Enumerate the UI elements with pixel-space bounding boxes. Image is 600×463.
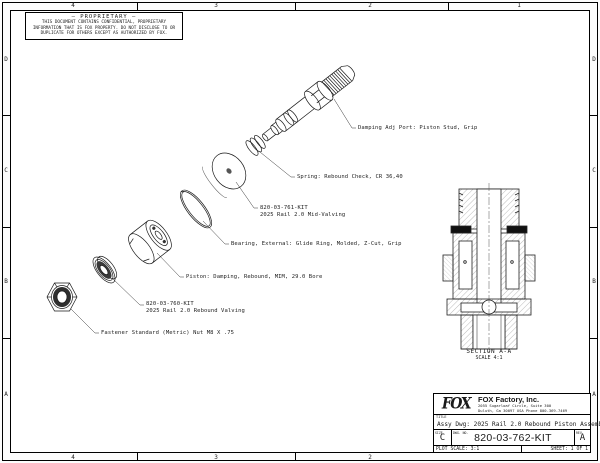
zone-tick	[590, 227, 598, 228]
callout-fastener-nut: Fastener Standard (Metric) Nut M8 X .75	[101, 330, 235, 336]
callout-kit-760: 820-03-760-KIT 2025 Rail 2.0 Rebound Val…	[146, 301, 245, 315]
dwg-no-label: DWG. NO.	[453, 430, 469, 435]
title-block-company-row: FOX FOX Factory, Inc. 2055 Sugarloaf Cir…	[434, 394, 590, 415]
zone-column-label: 4	[71, 454, 75, 461]
part-mid-valving-disc	[202, 152, 247, 198]
section-label: SECTION A-A SCALE 4:1	[466, 348, 511, 361]
zone-column-label: 3	[214, 2, 218, 9]
zone-tick	[448, 2, 449, 10]
zone-tick	[295, 453, 296, 461]
zone-row-label: A	[4, 391, 8, 398]
callout-piston: Piston: Damping, Rebound, MIM, 29.0 Bore	[186, 274, 323, 280]
zone-tick	[2, 338, 10, 339]
zone-row-label: C	[4, 167, 8, 174]
exploded-view	[46, 65, 356, 312]
zone-column-label: 2	[368, 454, 372, 461]
part-piston	[128, 219, 172, 265]
callout-spring-rebound-check: Spring: Rebound Check, CR 36,40	[297, 174, 403, 180]
company-name: FOX Factory, Inc.	[478, 395, 540, 404]
zone-row-label: D	[4, 56, 8, 63]
callout-damping-adj-port: Damping Adj Port: Piston Stud, Grip	[358, 125, 478, 131]
size-value: C	[439, 433, 446, 444]
leader-lines	[70, 98, 356, 334]
fox-logo: FOX	[441, 395, 472, 413]
title-field-label: TITLE	[436, 415, 447, 420]
part-check-spring	[245, 134, 266, 156]
part-rebound-valving-stack	[92, 255, 118, 284]
title-block-scale-row: PLOT SCALE: 3:1 SHEET: 1 OF 1	[434, 445, 590, 452]
zone-column-label: 2	[368, 2, 372, 9]
zone-row-label: B	[592, 278, 596, 285]
title-block: FOX FOX Factory, Inc. 2055 Sugarloaf Cir…	[433, 393, 600, 453]
zone-column-label: 3	[214, 454, 218, 461]
proprietary-title: — PROPRIETARY —	[71, 14, 137, 20]
zone-row-label: C	[592, 167, 596, 174]
rev-cell: REV A	[574, 430, 590, 445]
zone-row-label: B	[4, 278, 8, 285]
dwg-no-cell: DWG. NO. 820-03-762-KIT	[452, 430, 574, 444]
rev-label: REV	[576, 430, 582, 435]
company-address-1: 2055 Sugarloaf Circle, Suite 300	[478, 402, 552, 408]
zone-tick	[2, 115, 10, 116]
callout-kit-761: 820-03-761-KIT 2025 Rail 2.0 Mid-Valving	[260, 205, 346, 219]
section-scale: SCALE 4:1	[475, 355, 503, 361]
rev-value: A	[579, 433, 586, 444]
zone-tick	[295, 2, 296, 10]
part-glide-ring	[179, 189, 213, 229]
drawing-title: Assy Dwg: 2025 Rail 2.0 Rebound Piston A…	[437, 420, 600, 428]
zone-row-label: A	[592, 391, 596, 398]
dwg-no-value: 820-03-762-KIT	[474, 432, 552, 445]
zone-tick	[590, 338, 598, 339]
plot-scale: PLOT SCALE: 3:1	[434, 445, 523, 452]
proprietary-body: THIS DOCUMENT CONTAINS CONFIDENTIAL, PRO…	[32, 20, 176, 37]
zone-tick	[590, 115, 598, 116]
part-piston-stud	[261, 65, 356, 142]
zone-row-label: D	[592, 56, 596, 63]
callout-bearing-glide-ring: Bearing, External: Glide Ring, Molded, Z…	[231, 241, 402, 247]
title-block-number-row: SIZE C DWG. NO. 820-03-762-KIT REV A	[434, 430, 590, 446]
title-block-title-row: TITLE Assy Dwg: 2025 Rail 2.0 Rebound Pi…	[434, 415, 600, 431]
zone-tick	[137, 2, 138, 10]
zone-tick	[2, 227, 10, 228]
size-cell: SIZE C	[434, 430, 452, 445]
part-hex-nut	[46, 282, 78, 312]
proprietary-notice: — PROPRIETARY — THIS DOCUMENT CONTAINS C…	[25, 12, 183, 40]
section-view	[442, 183, 536, 353]
size-label: SIZE	[435, 430, 443, 435]
section-name: SECTION A-A	[466, 348, 512, 355]
zone-column-label: 1	[517, 2, 521, 9]
sheet-number: SHEET: 1 OF 1	[550, 447, 588, 452]
zone-tick	[137, 453, 138, 461]
company-address-2: Duluth, Ga 30097 USA Phone 800-369-7469	[478, 407, 568, 413]
zone-column-label: 4	[71, 2, 75, 9]
